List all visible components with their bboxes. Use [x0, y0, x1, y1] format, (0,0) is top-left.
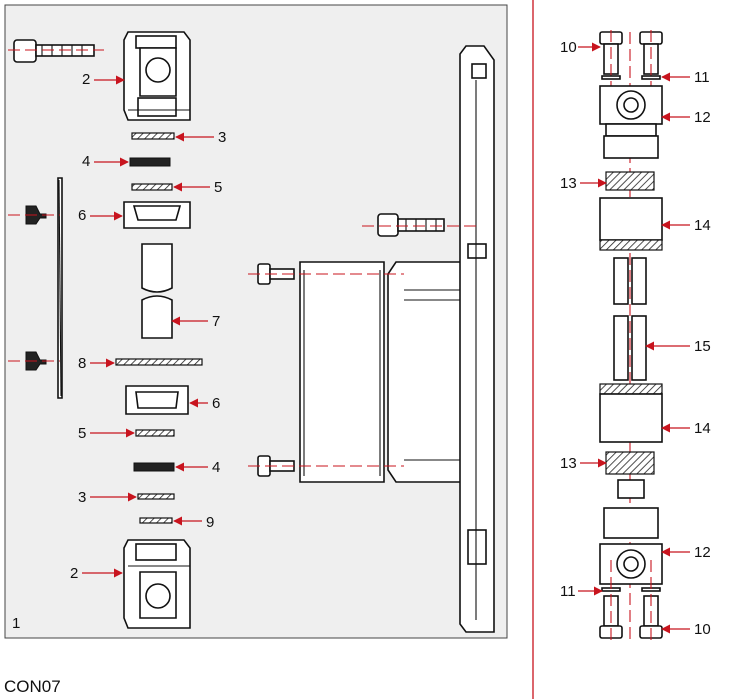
spacer-4-bottom: [133, 462, 175, 472]
left-callouts: 2 3 4 5 6 7 8 6 5 4 3 9 2: [70, 71, 226, 582]
side-plate: [8, 177, 63, 399]
bolt-rail: [362, 213, 476, 237]
housing: [299, 261, 477, 483]
ring-13-bottom: [605, 451, 655, 475]
callout-12-bottom: 12: [694, 544, 711, 561]
callout-15: 15: [694, 338, 711, 355]
washer-5-top: [131, 183, 173, 191]
callout-4-top: 4: [82, 153, 90, 170]
sleeve-14-top: [599, 197, 663, 251]
callout-3-bottom: 3: [78, 489, 86, 506]
callout-3-top: 3: [218, 129, 226, 146]
body-12-top: [599, 85, 663, 159]
screws-top: [599, 30, 663, 108]
callout-5-top: 5: [214, 179, 222, 196]
callout-8: 8: [78, 355, 86, 372]
washer-9: [139, 517, 173, 524]
mounting-rail: [459, 45, 495, 633]
sleeve-14-bottom: [599, 383, 663, 443]
body-12-bottom: [599, 507, 663, 585]
callout-2-bottom: 2: [70, 565, 78, 582]
bolt-housing-upper: [248, 263, 404, 285]
screws-bottom: [599, 560, 663, 640]
callout-7: 7: [212, 313, 220, 330]
ring-13-top: [605, 171, 655, 191]
callout-14-top: 14: [694, 217, 711, 234]
callout-14-bottom: 14: [694, 420, 711, 437]
bracket-top: [123, 31, 191, 121]
callout-6-bottom: 6: [212, 395, 220, 412]
callout-11-top: 11: [694, 69, 710, 86]
callout-10-top: 10: [560, 39, 577, 56]
washer-5-bottom: [135, 429, 175, 437]
callout-5-bottom: 5: [78, 425, 86, 442]
diagram-code: CON07: [4, 677, 61, 696]
panel-number: 1: [12, 615, 20, 632]
spacer-4-top: [129, 157, 171, 167]
right-callouts: 10 11 12 13 14 15 14 13 12 11 10: [560, 39, 711, 638]
rod-15: [613, 257, 647, 381]
callout-9: 9: [206, 514, 214, 531]
callout-2-top: 2: [82, 71, 90, 88]
callout-10-bottom: 10: [694, 621, 711, 638]
callout-13-top: 13: [560, 175, 577, 192]
spacer-bottom: [617, 479, 645, 499]
washer-3-bottom: [137, 493, 175, 500]
bracket-bottom: [123, 539, 191, 629]
sleeve-7: [141, 243, 173, 339]
block-6-top: [123, 201, 191, 229]
callout-12-top: 12: [694, 109, 711, 126]
washer-3-top: [131, 132, 175, 140]
callout-13-bottom: 13: [560, 455, 577, 472]
bolt-housing-lower: [248, 455, 404, 477]
bolt-top-left: [8, 39, 104, 63]
callout-4-bottom: 4: [212, 459, 220, 476]
strip-8: [115, 358, 203, 366]
callout-6-top: 6: [78, 207, 86, 224]
block-6-bottom: [125, 385, 189, 415]
callout-11-bottom: 11: [560, 583, 576, 600]
